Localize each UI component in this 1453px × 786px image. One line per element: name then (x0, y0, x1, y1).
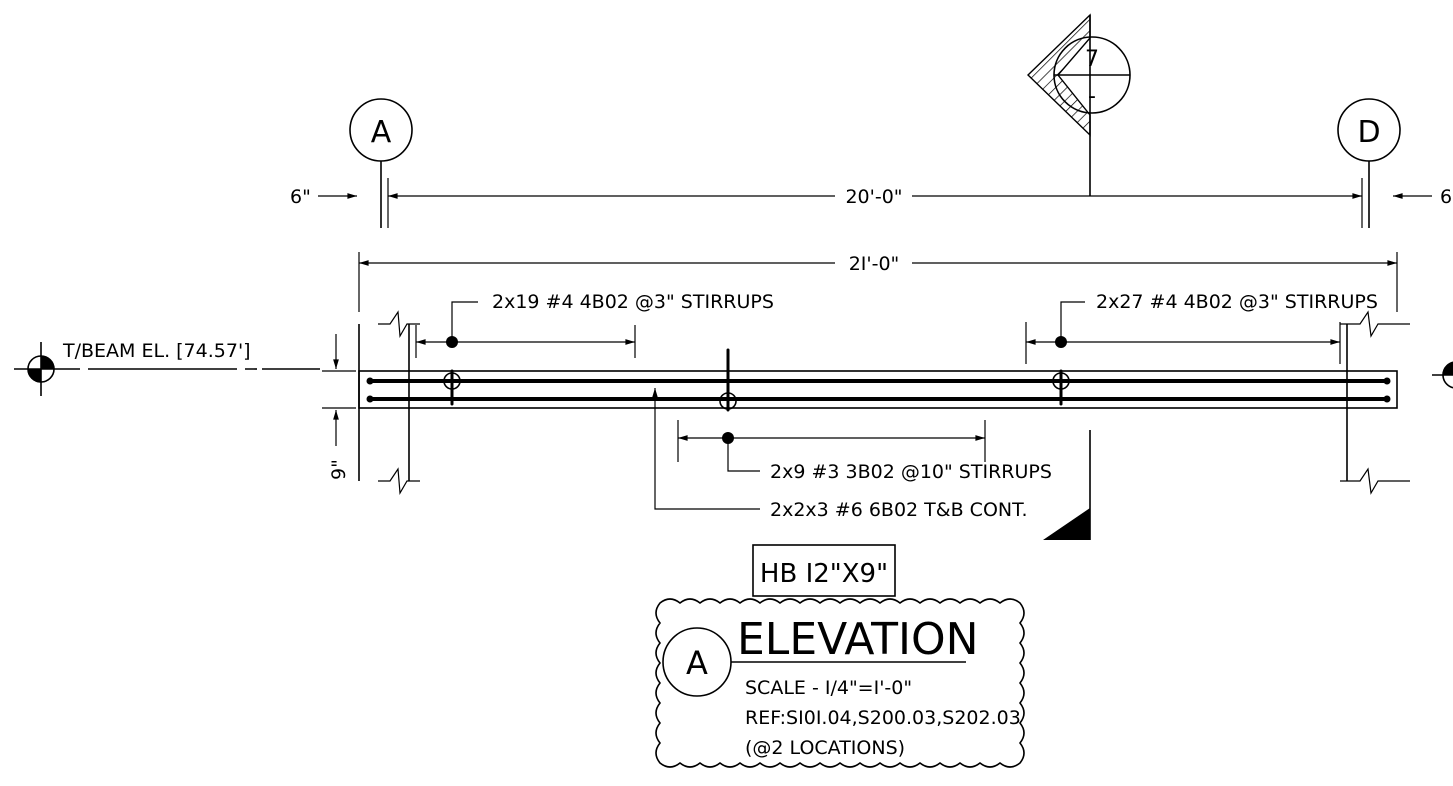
stirrup-callout-middle: 2x9 #3 3B02 @10" STIRRUPS (677, 420, 1052, 483)
dimension-overall: 2I'-0" (358, 252, 1398, 312)
grid-bubble-d: D (1337, 98, 1401, 228)
stirrup-callout-left: 2x19 #4 4B02 @3" STIRRUPS (415, 291, 774, 358)
grid-label-d: D (1357, 115, 1380, 150)
title-block: A ELEVATION SCALE - I/4"=I'-0" REF:SI0I.… (655, 598, 1025, 768)
section-sheet: - (1088, 84, 1096, 109)
stirrup-middle-label: 2x9 #3 3B02 @10" STIRRUPS (770, 461, 1052, 483)
beam-mark: HB I2"X9" (752, 544, 896, 597)
stirrup-right-label: 2x27 #4 4B02 @3" STIRRUPS (1096, 291, 1378, 313)
section-number: 7 (1085, 47, 1099, 72)
title-locations: (@2 LOCATIONS) (745, 737, 905, 759)
title-scale: SCALE - I/4"=I'-0" (745, 677, 912, 699)
elevation-label: T/BEAM EL. [74.57'] (62, 340, 251, 362)
title-text: ELEVATION (737, 614, 978, 665)
stirrup-callout-right: 2x27 #4 4B02 @3" STIRRUPS (1025, 291, 1378, 364)
grid-bubble-a: A (349, 98, 413, 228)
grid-label-a: A (371, 115, 392, 150)
elevation-symbol-right (1432, 361, 1453, 389)
dim-right-offset: 6 (1440, 186, 1452, 208)
dim-overall: 2I'-0" (849, 253, 900, 275)
depth-label: 9" (328, 459, 350, 480)
depth-dimension: 9" (322, 334, 356, 480)
section-marker: 7 - (1026, 13, 1131, 196)
beam-mark-label: HB I2"X9" (760, 559, 888, 589)
dim-left-offset: 6" (290, 186, 311, 208)
dimension-span: 6" 20'-0" 6 (290, 178, 1452, 228)
continuous-bars-label: 2x2x3 #6 6B02 T&B CONT. (770, 499, 1028, 521)
title-bubble: A (686, 644, 708, 682)
elevation-tag: T/BEAM EL. [74.57'] (14, 340, 320, 396)
stirrup-left-label: 2x19 #4 4B02 @3" STIRRUPS (492, 291, 774, 313)
dim-span: 20'-0" (845, 186, 902, 208)
continuous-bars-callout: 2x2x3 #6 6B02 T&B CONT. (652, 388, 1028, 521)
title-ref: REF:SI0I.04,S200.03,S202.03 (745, 707, 1021, 729)
beam (358, 310, 1410, 540)
